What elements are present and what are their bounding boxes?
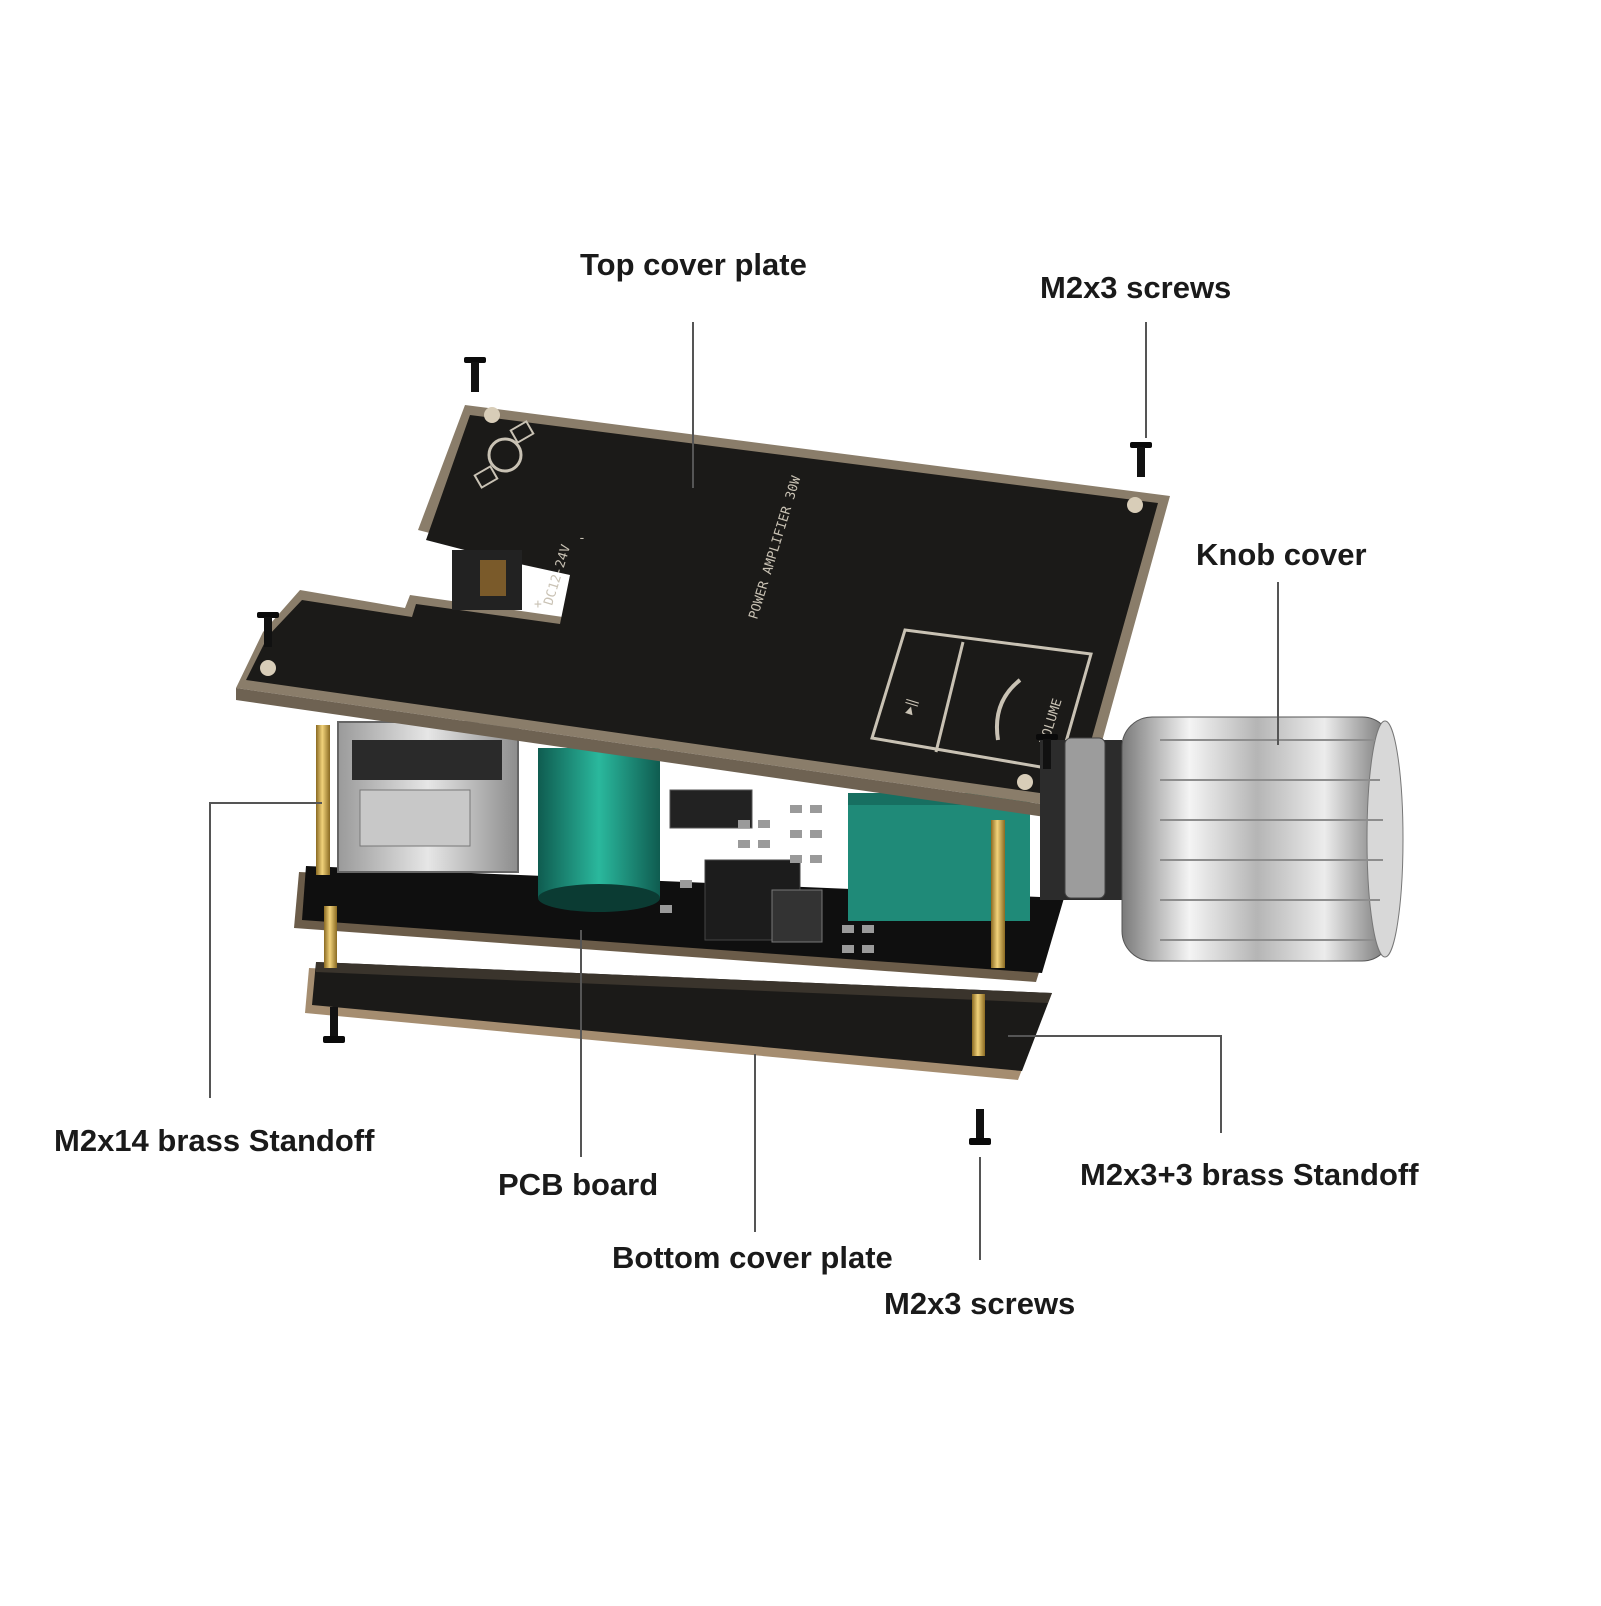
m2x3-screw xyxy=(1036,734,1058,769)
label-m2x3-screws-top: M2x3 screws xyxy=(1040,270,1231,305)
label-bottom-cover-plate: Bottom cover plate xyxy=(612,1240,893,1275)
label-knob-cover: Knob cover xyxy=(1196,537,1367,572)
dc-jack xyxy=(452,550,522,610)
brass-standoff-left-front xyxy=(316,725,330,875)
knob-cover xyxy=(1121,716,1404,962)
electrolytic-capacitor xyxy=(538,748,660,912)
label-m2x14-brass-standoff: M2x14 brass Standoff xyxy=(54,1123,375,1158)
m2x3-screw xyxy=(1130,442,1152,477)
m2x3-screw xyxy=(464,357,486,392)
short-brass-standoff-left xyxy=(324,906,337,968)
leader-m2x14-standoff xyxy=(209,802,322,1098)
mount-hole xyxy=(260,660,276,676)
label-pcb-board: PCB board xyxy=(498,1167,658,1202)
mount-hole xyxy=(484,407,500,423)
mount-hole xyxy=(1017,774,1033,790)
label-top-cover-plate: Top cover plate xyxy=(580,247,807,282)
play-pause-icon: ▶‖ xyxy=(901,697,920,716)
leader-m2x3-brass-standoff xyxy=(1008,1035,1222,1133)
label-m2x3-brass-standoff: M2x3+3 brass Standoff xyxy=(1080,1157,1419,1192)
polarity-minus: - xyxy=(578,531,586,546)
leader-lines xyxy=(209,322,1279,1260)
usb-port xyxy=(337,721,519,873)
m2x3-screw xyxy=(323,1007,345,1043)
m2x3-screw xyxy=(257,612,279,647)
brass-standoff-right-front xyxy=(991,820,1005,968)
amp-logo-icon xyxy=(473,420,535,489)
polarity-plus: + xyxy=(534,597,542,612)
label-m2x3-screws-bottom: M2x3 screws xyxy=(884,1286,1075,1321)
callout-labels: Top cover plate M2x3 screws Knob cover M… xyxy=(54,247,1419,1321)
mount-hole xyxy=(1127,497,1143,513)
short-brass-standoff-right xyxy=(972,994,985,1056)
bottom-cover-plate xyxy=(305,962,1052,1080)
volume-arc-icon xyxy=(995,678,1022,741)
pcb-chips xyxy=(660,789,874,953)
m2x3-screw xyxy=(969,1109,991,1145)
top-cover-plate xyxy=(236,405,1170,822)
knob-assembly xyxy=(1040,716,1404,962)
